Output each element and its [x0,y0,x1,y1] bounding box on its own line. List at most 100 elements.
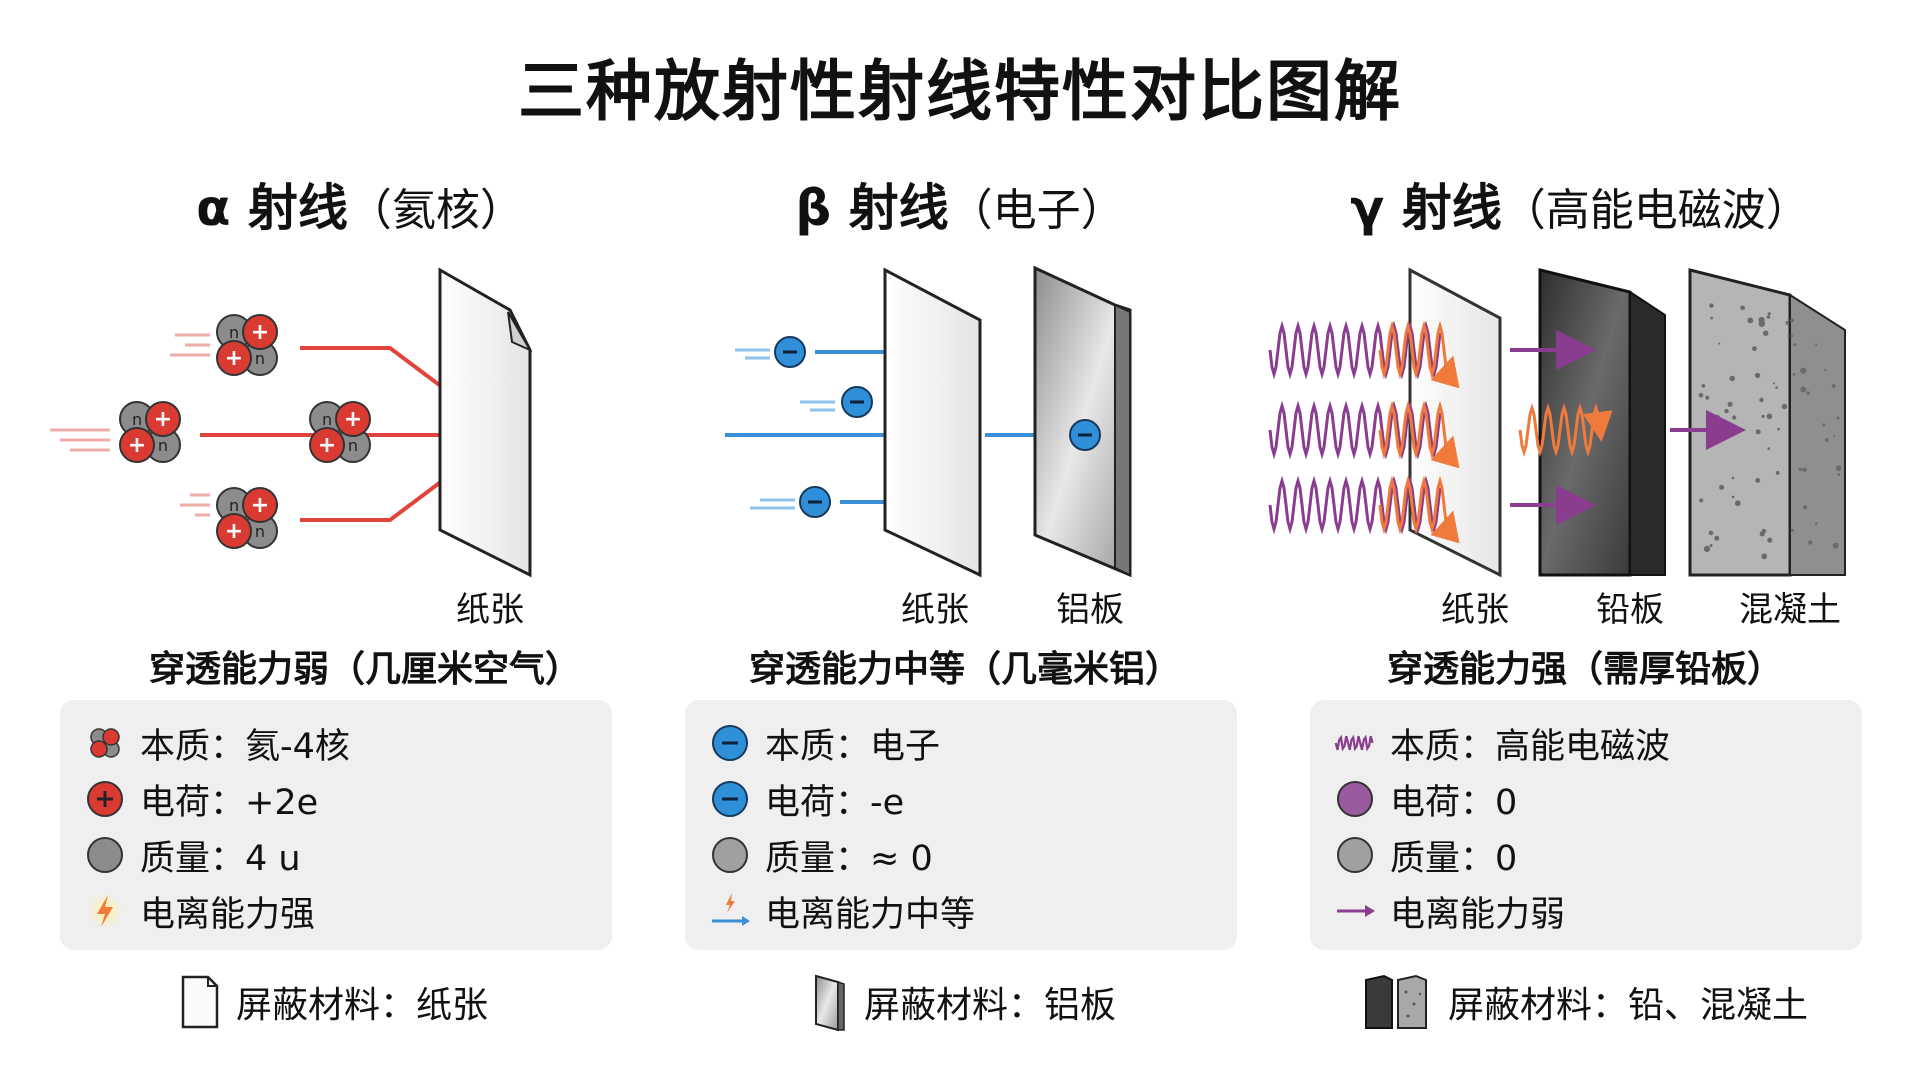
property-text: 本质：电子 [765,726,941,767]
helium-nucleus-icon [84,722,126,764]
concrete-speckle [1772,382,1775,385]
concrete-speckle [1758,316,1765,324]
beta-nature: （电子） [948,185,1125,236]
gamma-penetration: 穿透能力强（需厚铅板） [1386,649,1783,690]
concrete-speckle [1727,401,1733,407]
concrete-speckle [1754,372,1761,379]
property-row: 本质：电子 [709,718,940,768]
gamma-material-concrete: 混凝土 [1739,590,1841,630]
concrete-speckle [1806,391,1810,396]
gamma-properties-panel: 本质：高能电磁波 电荷：0 质量：0 电离能力弱 [1310,700,1862,950]
gamma-wave-segment [1378,320,1460,389]
gamma-diagram [1268,267,1846,578]
gamma-wave [1268,475,1442,535]
concrete-speckle [1767,447,1770,450]
property-text: 电荷：+2e [140,782,319,823]
lightning-icon [84,890,126,932]
gray-mass-icon [709,834,751,876]
alpha-penetration: 穿透能力弱（几厘米空气） [148,649,581,690]
gamma-material-lead: 铅板 [1596,590,1664,630]
concrete-speckle [1698,393,1704,398]
gamma-wave-segment [1518,402,1613,458]
shielding-text: 屏蔽材料：铅、混凝土 [1448,985,1809,1026]
gamma-wave-segment [1378,475,1460,544]
concrete-speckle [1755,429,1761,435]
paper-icon [180,974,220,1030]
concrete-speckle [1747,317,1754,324]
concrete-speckle [1824,369,1827,372]
concrete-speckle [1808,540,1813,545]
concrete-speckle [1709,544,1713,547]
concrete-speckle [1802,467,1807,472]
gamma-wave-segment [1378,400,1460,469]
property-row: 电离能力强 [84,886,315,936]
alpha-diagram [50,267,533,578]
concrete-speckle [1731,495,1735,499]
page-title: 三种放射性射线特性对比图解 [518,53,1402,130]
plus-charge-icon [84,778,126,820]
alpha-material-paper: 纸张 [456,590,524,630]
concrete-speckle [1766,413,1773,420]
concrete-speckle [1793,343,1797,347]
beta-material-paper: 纸张 [901,590,969,630]
property-text: 电离能力弱 [1390,894,1566,935]
concrete-speckle [1740,305,1745,311]
beta-particle [774,336,806,368]
gamma-nature: （高能电磁波） [1501,185,1810,236]
concrete-speckle [1777,427,1780,431]
concrete-speckle [1713,414,1720,421]
property-row: 质量：0 [1334,830,1517,880]
concrete-speckle [1789,318,1795,323]
concrete-speckle [1798,467,1802,471]
property-text: 本质：氦-4核 [140,726,350,767]
concrete-speckle [1703,545,1711,553]
alpha-properties-panel: 本质：氦-4核 电荷：+2e 质量：4 u 电离能力强 [60,700,612,950]
gamma-symbol: γ [1350,179,1385,237]
concrete-speckle [1752,346,1757,352]
electron-icon [709,722,751,764]
concrete-speckle [1815,343,1818,346]
concrete-speckle [1710,316,1713,320]
property-text: 电荷：-e [765,782,905,823]
property-row: 电荷：+2e [84,774,318,824]
concrete-speckle [1709,303,1714,308]
alpha-symbol: α [196,179,231,237]
shielding-text: 屏蔽材料：铝板 [864,985,1117,1026]
beta-diagram [725,265,1132,578]
beta-header: β 射线（电子） [660,168,1260,240]
concrete-speckle [1729,375,1735,382]
beta-particle [841,386,873,418]
beta-symbol: β [795,179,832,237]
concrete-speckle [1800,386,1807,393]
concrete-speckle [1759,531,1765,537]
electron-icon [709,778,751,820]
concrete-speckle [1835,465,1842,472]
gamma-wave [1268,400,1442,460]
gamma-material-paper: 纸张 [1441,590,1509,630]
concrete-speckle [1775,471,1780,475]
property-text: 电离能力强 [140,894,316,935]
wave-icon [1334,722,1376,764]
property-text: 电荷：0 [1390,782,1518,823]
property-row: 本质：氦-4核 [84,718,350,768]
concrete-speckle [1767,312,1771,316]
property-text: 质量：≈ 0 [765,838,933,879]
alpha-particle [216,314,278,376]
shielding-text: 屏蔽材料：纸张 [236,985,489,1026]
concrete-speckle [1714,535,1720,541]
concrete-speckle [1699,498,1704,503]
concrete-speckle [1766,315,1771,319]
beta-material-aluminum: 铝板 [1056,590,1124,630]
concrete-speckle [1815,522,1818,525]
concrete-speckle [1800,367,1807,374]
concrete-speckle [1837,473,1840,476]
concrete-speckle [1781,403,1788,410]
lightning-arrow-icon [709,890,751,932]
gamma-shielding: 屏蔽材料：铅、混凝土 [1362,972,1808,1032]
purple-arrow-icon [1334,890,1376,932]
beta-shielding: 屏蔽材料：铝板 [812,972,1116,1032]
concrete-speckle [1701,384,1706,388]
concrete-speckle [1790,528,1794,532]
concrete-speckle [1792,373,1796,376]
concrete-speckle [1759,397,1764,403]
